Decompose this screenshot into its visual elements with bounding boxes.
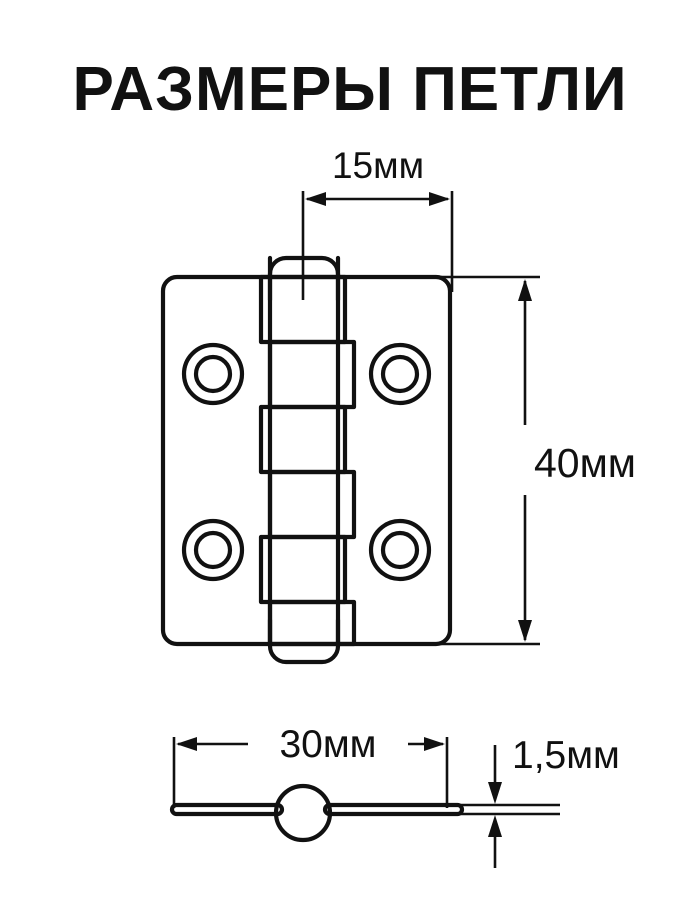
dimension-label-depth-backdrop [248, 718, 408, 764]
screw-hole-bottom-left [181, 518, 245, 582]
dimension-width-arrows [305, 192, 450, 206]
arrowhead-width-right [429, 192, 450, 206]
dimension-depth-arrows [176, 737, 445, 751]
arrowhead-height-bottom [518, 620, 532, 642]
front-view [160, 255, 453, 665]
dimension-label-width: 15мм [332, 145, 424, 186]
arrowhead-thickness-bottom [488, 815, 502, 837]
knuckle-column [258, 255, 357, 665]
dimension-width-15mm [301, 191, 454, 300]
dimension-thickness-arrows [488, 782, 502, 837]
dimension-label-thickness: 1,5мм [512, 734, 620, 777]
arrowhead-width-left [305, 192, 326, 206]
dimension-label-height: 40мм [534, 440, 636, 486]
arrowhead-depth-right [424, 737, 445, 751]
screw-hole-top-right [368, 342, 432, 406]
dimension-thickness-1-5mm [447, 745, 560, 868]
page-title: РАЗМЕРЫ ПЕТЛИ [72, 55, 627, 124]
dimension-height-arrows [518, 279, 532, 642]
dimension-label-depth: 30мм [279, 723, 376, 766]
pin-cap-bottom [267, 617, 341, 665]
screw-hole-bottom-right [368, 518, 432, 582]
screw-hole-top-left [181, 342, 245, 406]
leaf-left [169, 802, 285, 817]
pin-knuckle-circle [273, 783, 333, 843]
arrowhead-thickness-top [488, 782, 502, 804]
dimension-height-40mm [440, 275, 540, 646]
arrowhead-depth-left [176, 737, 197, 751]
side-view [169, 783, 465, 843]
leaf-right [322, 802, 465, 817]
arrowhead-height-top [518, 279, 532, 301]
